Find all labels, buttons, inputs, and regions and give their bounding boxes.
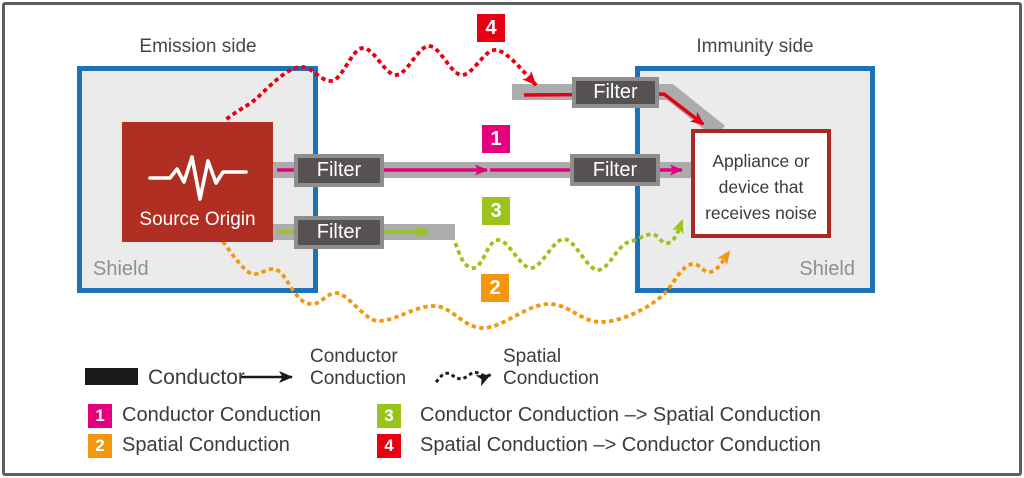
legend-badge-2: 2 xyxy=(88,434,112,458)
legend-conductor-swatch xyxy=(85,368,138,385)
legend-conductor-conduction-label: Conductor Conduction xyxy=(310,346,407,389)
appliance-line-3: receives noise xyxy=(705,203,817,223)
path2-spatial-wave xyxy=(221,240,732,330)
legend-item-3: Conductor Conduction –> Spatial Conducti… xyxy=(420,404,821,426)
path3-spatial-wave xyxy=(453,218,685,272)
immunity-shield-label: Shield xyxy=(799,258,855,280)
legend-badge-3: 3 xyxy=(377,404,401,428)
legend-spatial-conduction-label: Spatial Conduction xyxy=(503,346,600,389)
emission-side-title: Emission side xyxy=(139,36,257,57)
filter-box-path3: Filter xyxy=(294,216,384,249)
legend-item-4: Spatial Conduction –> Conductor Conducti… xyxy=(420,434,821,456)
noise-waveform-icon xyxy=(147,155,248,201)
source-origin-box: Source Origin xyxy=(122,122,273,242)
path1-badge: 1 xyxy=(482,125,510,153)
path3-badge: 3 xyxy=(482,197,510,225)
appliance-line-2: device that xyxy=(718,177,804,197)
legend-item-1: Conductor Conduction xyxy=(122,404,322,426)
appliance-line-1: Appliance or xyxy=(712,151,810,171)
path2-badge: 2 xyxy=(481,274,509,302)
path4-spatial-wave xyxy=(225,44,538,121)
filter-box-path1-right: Filter xyxy=(570,154,660,186)
emission-shield-box xyxy=(77,66,318,293)
immunity-side-title: Immunity side xyxy=(696,36,814,57)
legend-item-2: Spatial Conduction xyxy=(122,434,290,456)
legend-badge-4: 4 xyxy=(377,434,401,458)
legend-conductor-label: Conductor xyxy=(148,366,245,389)
source-origin-label: Source Origin xyxy=(139,209,256,230)
legend-spatial-conduction-wave xyxy=(434,370,493,387)
path4-badge: 4 xyxy=(477,14,505,42)
appliance-box: Appliance or device that receives noise xyxy=(691,129,831,238)
filter-box-path1-left: Filter xyxy=(294,154,384,187)
legend-badge-1: 1 xyxy=(88,404,112,428)
filter-box-path4: Filter xyxy=(572,77,659,108)
emission-shield-label: Shield xyxy=(93,258,149,280)
path4-line xyxy=(523,92,705,126)
